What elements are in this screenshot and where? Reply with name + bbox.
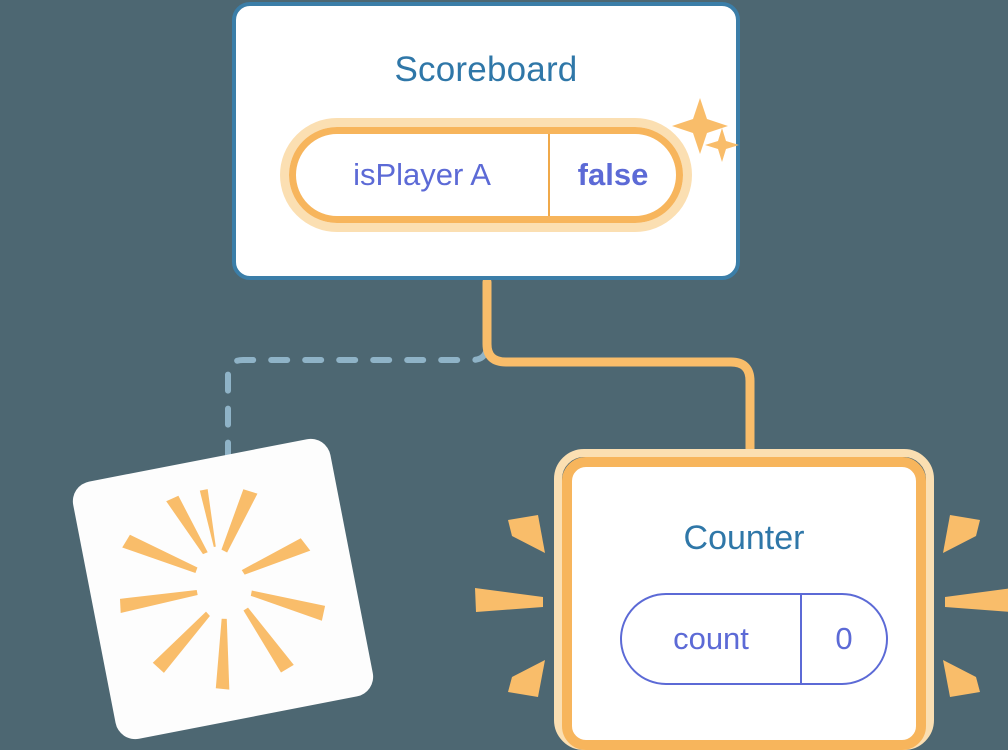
counter-state-pill[interactable]: count 0 xyxy=(620,593,888,685)
burst-ray xyxy=(475,588,543,612)
pill-divider xyxy=(548,134,550,216)
state-key: isPlayer A xyxy=(353,157,491,192)
burst-rays xyxy=(119,489,326,690)
burst-ray xyxy=(943,660,980,697)
sparkle-icon xyxy=(672,98,728,154)
ghost-card[interactable] xyxy=(69,435,377,743)
scoreboard-state-pill[interactable]: isPlayer A false xyxy=(280,118,692,232)
scoreboard-card[interactable]: Scoreboard isPlayer A false xyxy=(232,2,740,280)
burst-ray xyxy=(945,588,1008,612)
sparkle-icon xyxy=(705,128,739,162)
burst-ray xyxy=(508,660,545,697)
state-value: 0 xyxy=(835,621,853,656)
pill-divider xyxy=(800,595,802,683)
burst-ray xyxy=(943,515,980,553)
pill-highlight-halo xyxy=(280,118,692,232)
state-key: count xyxy=(673,621,749,656)
scoreboard-title: Scoreboard xyxy=(394,50,578,89)
burst-ray xyxy=(508,515,545,553)
counter-title: Counter xyxy=(683,519,805,557)
connector-scoreboard-to-counter xyxy=(482,277,755,470)
counter-card[interactable]: Counter count 0 xyxy=(562,457,926,750)
pill-body[interactable]: isPlayer A false xyxy=(289,127,683,223)
state-value: false xyxy=(577,157,649,192)
